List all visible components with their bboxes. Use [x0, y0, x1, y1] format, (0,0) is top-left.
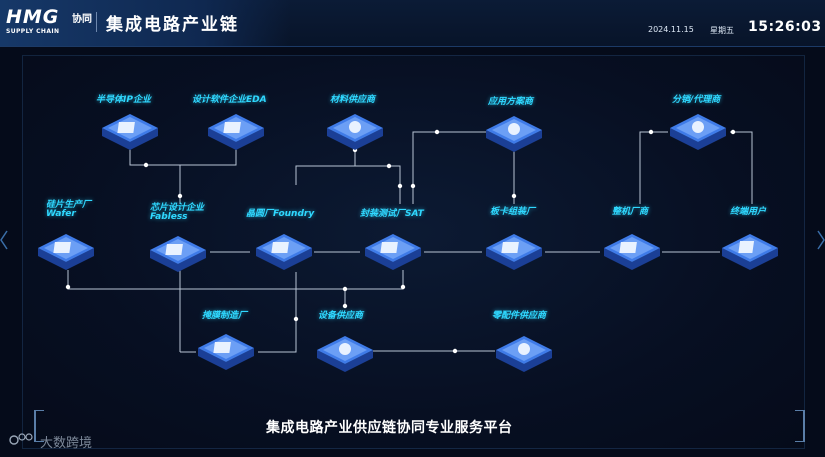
node-sat[interactable] [361, 220, 425, 276]
logo-subtitle: SUPPLY CHAIN [6, 28, 60, 35]
label-end-user: 终端用户 [730, 207, 767, 217]
platform-title: 集成电路产业供应链协同专业服务平台 [266, 420, 513, 436]
logo-text: HMG [6, 6, 60, 28]
link-dist-user [730, 131, 753, 204]
node-end-user[interactable] [718, 220, 782, 276]
app-header: HMG SUPPLY CHAIN 协同 集成电路产业链 2024.11.15 星… [0, 0, 825, 47]
share-icon [317, 336, 373, 372]
chip-icon [38, 234, 94, 270]
label-wafer-en: Wafer [46, 209, 76, 219]
chip-icon [486, 234, 542, 270]
node-eda[interactable] [204, 100, 268, 156]
node-oem[interactable] [600, 220, 664, 276]
node-wafer[interactable] [34, 220, 98, 276]
footer-bracket-left [34, 410, 44, 442]
header-clock: 15:26:03 [748, 19, 822, 35]
node-fabless[interactable] [146, 222, 210, 278]
user-icon [722, 234, 778, 270]
chevron-right-icon[interactable] [817, 230, 825, 250]
label-mask: 掩膜制造厂 [202, 311, 248, 321]
label-board: 板卡组装厂 [490, 207, 536, 217]
watermark-logo-icon [9, 433, 33, 445]
node-semi-ip[interactable] [98, 100, 162, 156]
share-icon [486, 116, 542, 152]
page-title: 集成电路产业链 [106, 15, 239, 35]
label-solution: 应用方案商 [488, 97, 534, 107]
node-parts[interactable] [492, 322, 556, 378]
chip-icon [198, 334, 254, 370]
label-fabless-en: Fabless [150, 212, 188, 222]
chevron-left-icon[interactable] [0, 230, 8, 250]
header-divider [96, 12, 97, 32]
link-ip-eda [129, 146, 237, 166]
label-sat: 封装测试厂SAT [360, 209, 424, 219]
chip-icon [365, 234, 421, 270]
chip-icon [102, 114, 158, 150]
watermark-text: 大数跨境 [40, 436, 93, 451]
header-accent [0, 0, 290, 46]
header-date: 2024.11.15 [648, 25, 694, 34]
label-material: 材料供应商 [330, 95, 376, 105]
node-solution[interactable] [482, 102, 546, 158]
label-equipment: 设备供应商 [318, 311, 364, 321]
label-parts: 零配件供应商 [492, 311, 547, 321]
link-foundry-mask [258, 272, 297, 353]
label-oem: 整机厂商 [612, 207, 649, 217]
link-wafer-bus [67, 270, 404, 290]
footer-bracket-right [795, 410, 805, 442]
label-fabless-cn: 芯片设计企业 [150, 203, 205, 213]
chip-icon [604, 234, 660, 270]
node-distributor[interactable] [666, 100, 730, 156]
chip-icon [256, 234, 312, 270]
label-foundry: 晶圆厂Foundry [246, 209, 315, 219]
share-icon [670, 114, 726, 150]
node-equipment[interactable] [313, 322, 377, 378]
label-eda: 设计软件企业EDA [192, 95, 267, 105]
logo-chinese: 协同 [72, 14, 92, 25]
label-semi-ip: 半导体IP企业 [96, 95, 151, 105]
node-board[interactable] [482, 220, 546, 276]
link-material-branch [295, 165, 401, 204]
logo[interactable]: HMG SUPPLY CHAIN 协同 [6, 6, 92, 40]
node-mask[interactable] [194, 320, 258, 376]
link-dist-oem [639, 131, 668, 204]
link-solution-sat [412, 131, 486, 204]
node-material[interactable] [323, 100, 387, 156]
node-foundry[interactable] [252, 220, 316, 276]
header-weekday: 星期五 [710, 26, 734, 35]
share-icon [327, 114, 383, 150]
chip-icon [208, 114, 264, 150]
label-wafer-cn: 硅片生产厂 [46, 200, 92, 210]
share-icon [496, 336, 552, 372]
chip-icon [150, 236, 206, 272]
label-distributor: 分销/代理商 [672, 95, 721, 105]
